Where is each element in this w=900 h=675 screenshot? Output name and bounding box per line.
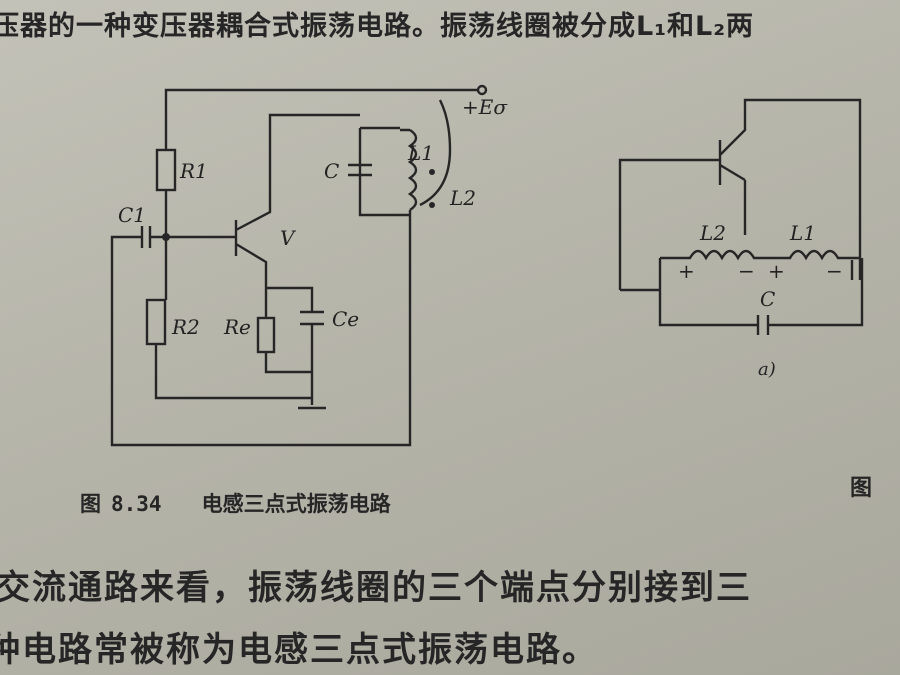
r1-label: R1 (179, 159, 208, 183)
resistor-re (256, 316, 276, 354)
right-figure-caption: 图 (850, 476, 873, 501)
body-text-line-2: 种电路常被称为电感三点式振荡电路。 (0, 630, 598, 670)
svg-text:+: + (768, 259, 785, 283)
svg-text:−: − (826, 259, 843, 283)
svg-text:−: − (738, 259, 755, 283)
r2-label: R2 (171, 315, 200, 339)
right-l2-label: L2 (699, 221, 726, 245)
supply-terminal (476, 84, 488, 96)
right-l1-label: L1 (789, 221, 816, 245)
c-label: C (324, 159, 339, 183)
svg-text:+: + (678, 259, 695, 283)
body-text-line-1: 交流通路来看，振荡线圈的三个端点分别接到三 (0, 568, 752, 608)
right-c-label: C (760, 287, 775, 311)
supply-label: +Eσ (462, 95, 508, 119)
c1-label: C1 (118, 203, 146, 227)
inductor-l1-l2 (407, 129, 418, 211)
transistor-label: V (280, 226, 297, 250)
subfigure-label: a) (758, 359, 776, 380)
supply-wire (164, 88, 478, 150)
re-label: Re (223, 315, 251, 339)
resistor-r1 (155, 148, 177, 192)
left-circuit: +Eσ R1 C1 V R2 Re Ce C L1 L2 (110, 84, 508, 447)
l1-label: L1 (407, 141, 434, 165)
inductors-l2-l1 (660, 249, 860, 261)
l2-label: L2 (449, 186, 476, 210)
top-text-line: 压器的一种变压器耦合式振荡电路。振荡线圈被分成L₁和L₂两 (0, 11, 755, 42)
resistor-r2 (145, 298, 167, 346)
ce-label: Ce (332, 307, 359, 331)
right-circuit: L2 L1 C + − + − a) (618, 98, 864, 380)
